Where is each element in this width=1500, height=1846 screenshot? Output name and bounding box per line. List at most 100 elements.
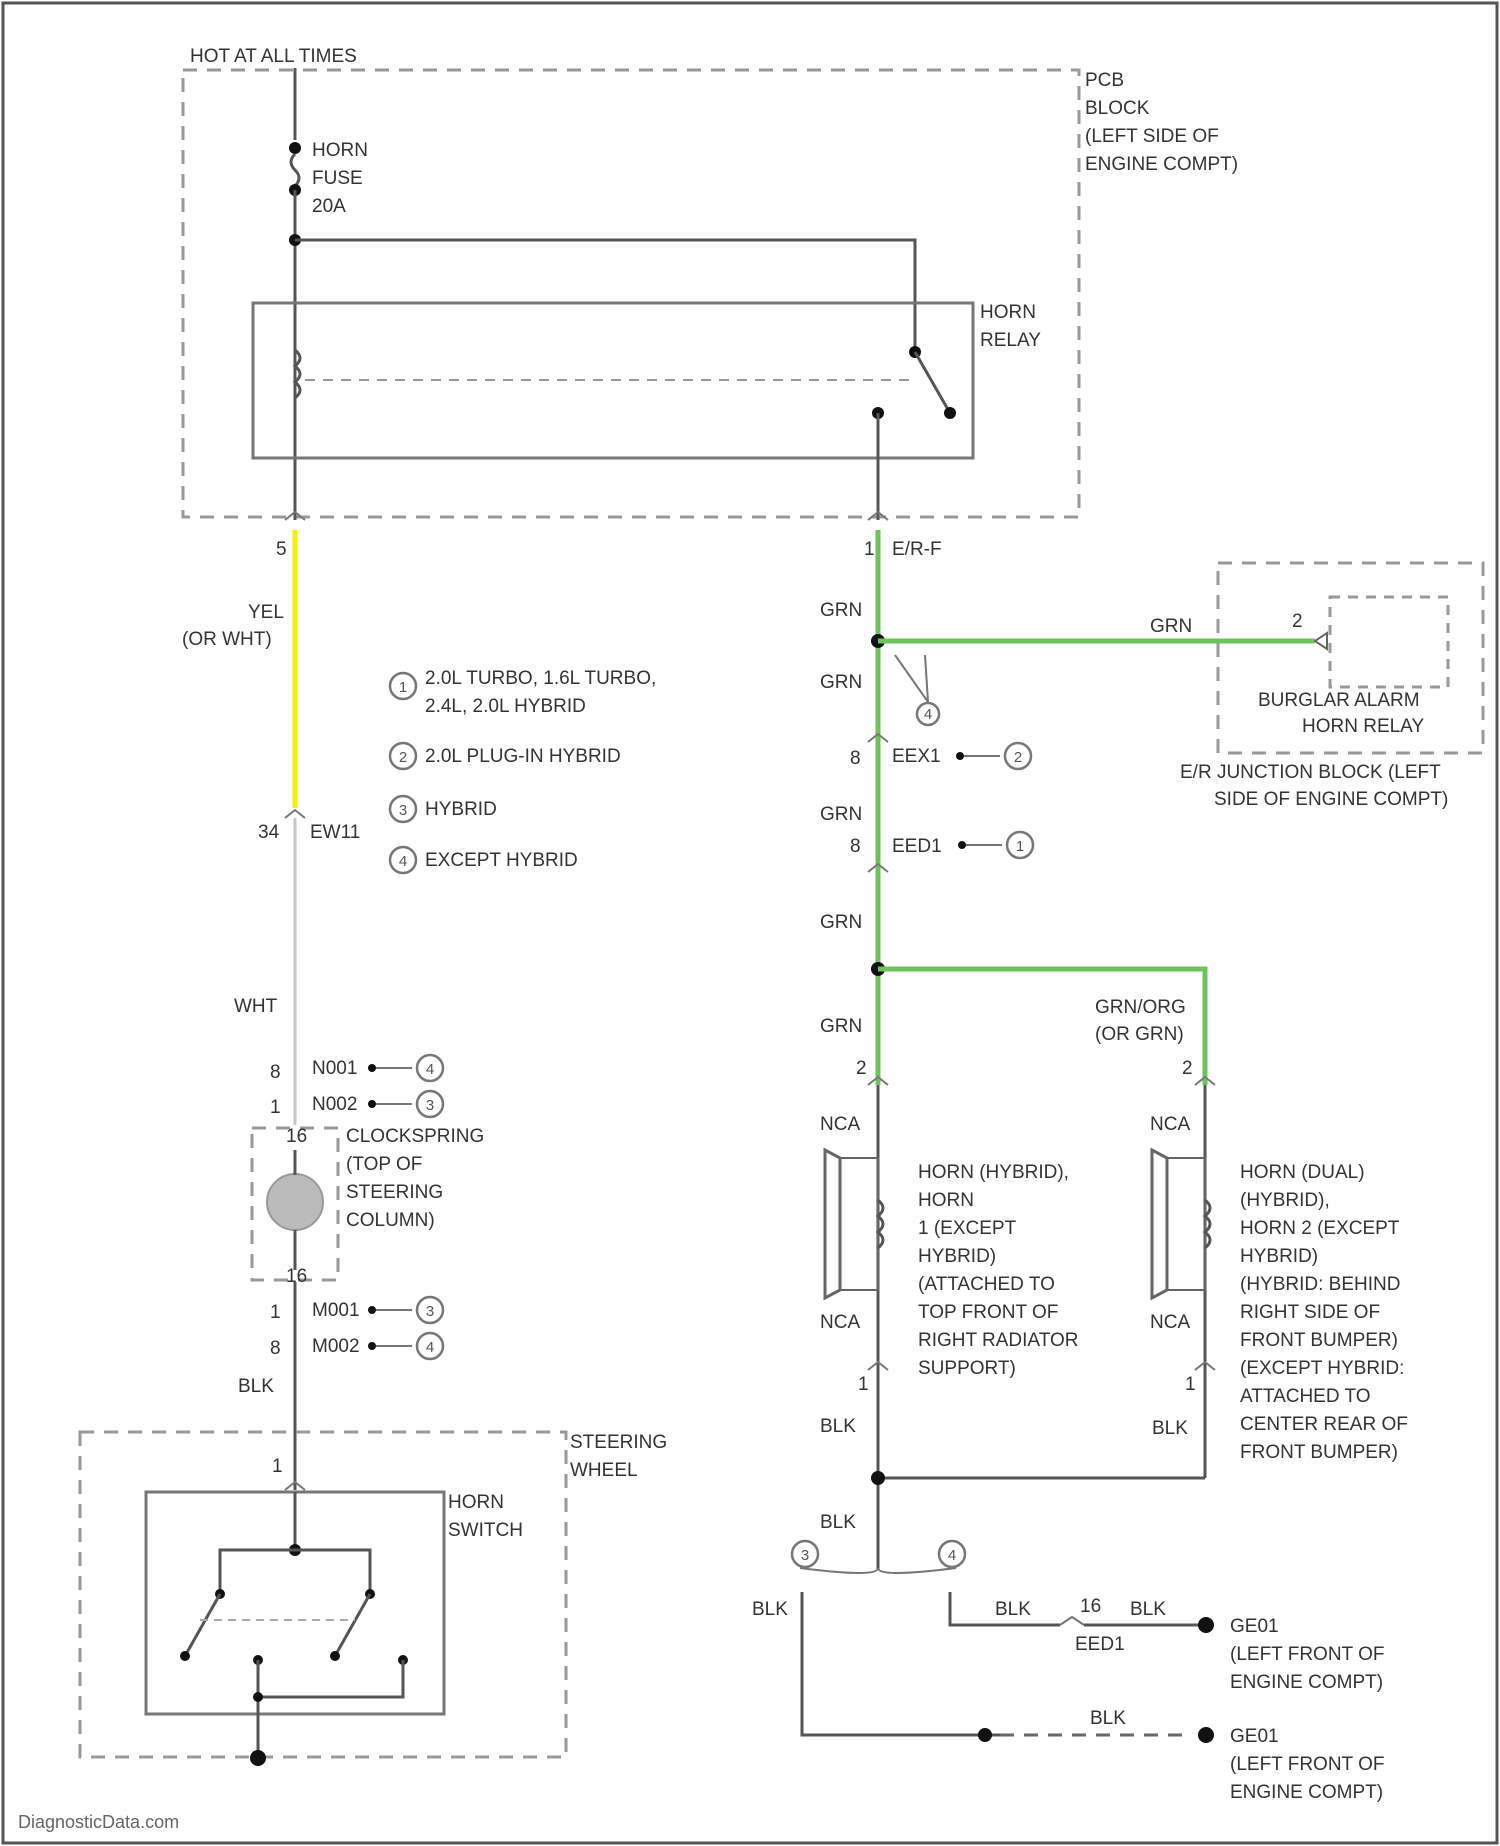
steering-wheel-label: STEERING WHEEL bbox=[570, 1432, 672, 1481]
page-border bbox=[3, 3, 1497, 1843]
n001-name: N001 bbox=[312, 1058, 357, 1079]
supply-label: HOT AT ALL TIMES bbox=[190, 46, 357, 67]
grn-label-3: GRN bbox=[820, 804, 862, 825]
n001-ref: 4 bbox=[426, 1061, 434, 1078]
fuse-label: HORN FUSE 20A bbox=[312, 140, 373, 217]
switch-ground-point bbox=[250, 1750, 266, 1766]
ground-label-1: GE01 (LEFT FRONT OF ENGINE COMPT) bbox=[1230, 1616, 1390, 1693]
horn2-pin-bottom: 1 bbox=[1185, 1374, 1196, 1395]
n001-dot bbox=[368, 1064, 376, 1072]
relay-contact-open bbox=[944, 407, 956, 419]
fuse-symbol bbox=[291, 154, 299, 186]
ew11-name: EW11 bbox=[310, 822, 360, 843]
steering-wheel-outline bbox=[80, 1432, 566, 1757]
blk-label-ground-dashed: BLK bbox=[1090, 1708, 1126, 1729]
ground-splice-hybrid bbox=[978, 1728, 992, 1742]
ground-variant-bracket bbox=[800, 1568, 956, 1573]
shield-ref: 4 bbox=[924, 706, 932, 723]
horn2-body bbox=[1167, 1158, 1205, 1290]
pcb-block-outline bbox=[183, 70, 1079, 517]
conn-erf-label: E/R-F bbox=[892, 539, 942, 560]
legend-2-id: 2 bbox=[399, 749, 407, 766]
blk-label-ground-except-2: BLK bbox=[1130, 1599, 1166, 1620]
grn-org-label: GRN/ORG (OR GRN) bbox=[1095, 997, 1191, 1045]
eed1-pin: 8 bbox=[850, 836, 861, 857]
horn2-nca-bottom: NCA bbox=[1150, 1312, 1190, 1333]
legend-1-id: 1 bbox=[399, 679, 407, 696]
pcb-block-label: PCB BLOCK (LEFT SIDE OF ENGINE COMPT) bbox=[1085, 70, 1238, 175]
blk-label-ground-left: BLK bbox=[752, 1599, 788, 1620]
legend-3-text: HYBRID bbox=[425, 799, 497, 820]
eex1-name: EEX1 bbox=[892, 746, 941, 767]
ground-ref-3: 3 bbox=[801, 1547, 809, 1564]
eed1-ref: 1 bbox=[1016, 838, 1024, 855]
yel-wire-label: YEL (OR WHT) bbox=[182, 602, 289, 650]
clockspring-pin-bottom: 16 bbox=[286, 1266, 307, 1287]
eed1-inline-connector bbox=[1060, 1617, 1084, 1625]
burglar-relay-label: BURGLAR ALARM HORN RELAY bbox=[1258, 690, 1425, 737]
blk-label-horn1: BLK bbox=[820, 1416, 856, 1437]
blk-label-horn2: BLK bbox=[1152, 1418, 1188, 1439]
legend-4-id: 4 bbox=[399, 853, 407, 870]
eed1-name: EED1 bbox=[892, 836, 942, 857]
horn1-body bbox=[840, 1158, 878, 1290]
horn1-label: HORN (HYBRID), HORN 1 (EXCEPT HYBRID) (A… bbox=[918, 1162, 1084, 1379]
m002-ref: 4 bbox=[426, 1339, 434, 1356]
grn-label-5: GRN bbox=[820, 1016, 862, 1037]
horn1-bell bbox=[825, 1150, 840, 1298]
horn2-nca-top: NCA bbox=[1150, 1114, 1190, 1135]
grn-label-4: GRN bbox=[820, 912, 862, 933]
eed1-inline-pin: 16 bbox=[1080, 1596, 1101, 1617]
horn2-pin-top: 2 bbox=[1182, 1058, 1193, 1079]
grn-label-2: GRN bbox=[820, 672, 862, 693]
m001-ref: 3 bbox=[426, 1303, 434, 1320]
eed1-inline-name: EED1 bbox=[1075, 1634, 1125, 1655]
grn-label-1: GRN bbox=[820, 600, 862, 621]
ground-ref-4: 4 bbox=[948, 1547, 956, 1564]
n002-name: N002 bbox=[312, 1094, 357, 1115]
pin-5-label: 5 bbox=[276, 539, 287, 560]
ew11-connector bbox=[285, 810, 305, 818]
switch-a-arm bbox=[185, 1594, 220, 1656]
splice-ground bbox=[871, 1471, 885, 1485]
legend-2-text: 2.0L PLUG-IN HYBRID bbox=[425, 746, 621, 767]
burglar-relay-pin-mark bbox=[1315, 633, 1327, 649]
m001-name: M001 bbox=[312, 1300, 360, 1321]
switch-ground-splice bbox=[253, 1692, 263, 1702]
legend-1-text: 2.0L TURBO, 1.6L TURBO, 2.4L, 2.0L HYBRI… bbox=[425, 668, 662, 717]
eex1-ref: 2 bbox=[1014, 749, 1022, 766]
m002-pin: 8 bbox=[270, 1338, 281, 1359]
n001-pin: 8 bbox=[270, 1062, 281, 1083]
switch-ground-bus bbox=[258, 1660, 403, 1697]
horn1-pin-bottom: 1 bbox=[858, 1374, 869, 1395]
horn-switch-label: HORN SWITCH bbox=[448, 1492, 523, 1541]
grn-label-burglar: GRN bbox=[1150, 616, 1192, 637]
ground-point-1 bbox=[1198, 1617, 1214, 1633]
horn1-nca-bottom: NCA bbox=[820, 1312, 860, 1333]
switch-b-bottom bbox=[330, 1651, 340, 1661]
ground-label-2: GE01 (LEFT FRONT OF ENGINE COMPT) bbox=[1230, 1726, 1390, 1803]
eex1-dot bbox=[956, 752, 964, 760]
blk-label-common: BLK bbox=[820, 1512, 856, 1533]
switch-a-bottom bbox=[180, 1651, 190, 1661]
horn-relay-label: HORN RELAY bbox=[980, 302, 1041, 351]
clockspring-label: CLOCKSPRING (TOP OF STEERING COLUMN) bbox=[346, 1126, 490, 1231]
fuse-terminal-top bbox=[289, 142, 301, 154]
m001-pin: 1 bbox=[270, 1302, 281, 1323]
pin-1-label: 1 bbox=[864, 539, 875, 560]
burglar-relay-box bbox=[1330, 597, 1448, 687]
n002-ref: 3 bbox=[426, 1097, 434, 1114]
watermark: DiagnosticData.com bbox=[18, 1812, 179, 1832]
legend: 1 2.0L TURBO, 1.6L TURBO, 2.4L, 2.0L HYB… bbox=[390, 668, 662, 873]
relay-contact-arm bbox=[915, 352, 950, 413]
horn2-bell bbox=[1152, 1150, 1167, 1298]
clockspring-pin-top: 16 bbox=[286, 1126, 307, 1147]
ground-wire-hybrid bbox=[802, 1592, 1000, 1735]
n002-pin: 1 bbox=[270, 1097, 281, 1118]
burglar-relay-pin: 2 bbox=[1292, 611, 1303, 632]
switch-b-arm bbox=[335, 1594, 370, 1656]
shield-lead bbox=[895, 655, 928, 702]
blk-label-ground-except: BLK bbox=[995, 1599, 1031, 1620]
steering-pin: 1 bbox=[272, 1456, 283, 1477]
